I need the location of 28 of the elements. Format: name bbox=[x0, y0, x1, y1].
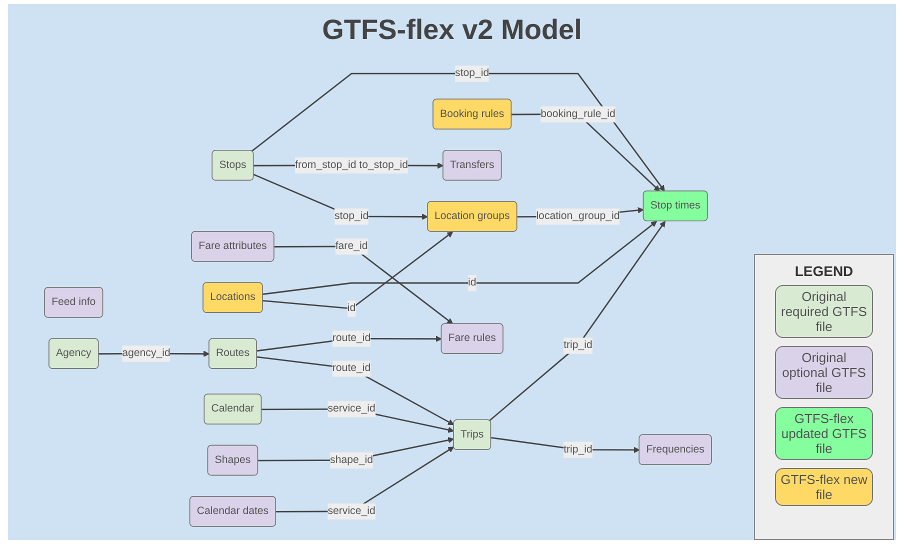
arrow bbox=[256, 356, 454, 426]
legend-swatch: GTFS-flex new file bbox=[775, 468, 873, 506]
arrow bbox=[262, 231, 454, 310]
diagram-title: GTFS-flex v2 Model bbox=[321, 14, 583, 46]
edge-label: fare_id bbox=[335, 240, 368, 252]
edge-label: stop_id bbox=[334, 210, 369, 222]
edge-label: trip_id bbox=[564, 339, 592, 352]
edge-label: stop_id bbox=[455, 67, 490, 80]
edge-label: route_id bbox=[332, 362, 371, 374]
edge-label: route_id bbox=[332, 332, 371, 344]
legend-swatch: GTFS-flex updated GTFS file bbox=[775, 407, 873, 460]
edge-label: booking_rule_id bbox=[540, 108, 616, 120]
edge-label: shape_id bbox=[330, 454, 373, 466]
legend-swatch: Original optional GTFS file bbox=[775, 346, 873, 399]
edge-label: location_group_id bbox=[536, 210, 620, 222]
arrow bbox=[276, 446, 454, 512]
edge-label: service_id bbox=[328, 402, 376, 415]
legend-swatch: Original required GTFS file bbox=[775, 285, 873, 338]
arrow bbox=[274, 246, 454, 324]
edge-label: id bbox=[347, 302, 356, 314]
arrow bbox=[262, 220, 658, 295]
edge-label: trip_id bbox=[564, 443, 592, 456]
legend-heading: LEGEND bbox=[794, 263, 854, 279]
edge-label: id bbox=[468, 276, 476, 288]
arrow bbox=[489, 220, 666, 422]
edge-label: from_stop_id to_stop_id bbox=[295, 158, 408, 171]
edge-label: service_id bbox=[328, 504, 376, 517]
edge-label: agency_id bbox=[122, 347, 170, 359]
